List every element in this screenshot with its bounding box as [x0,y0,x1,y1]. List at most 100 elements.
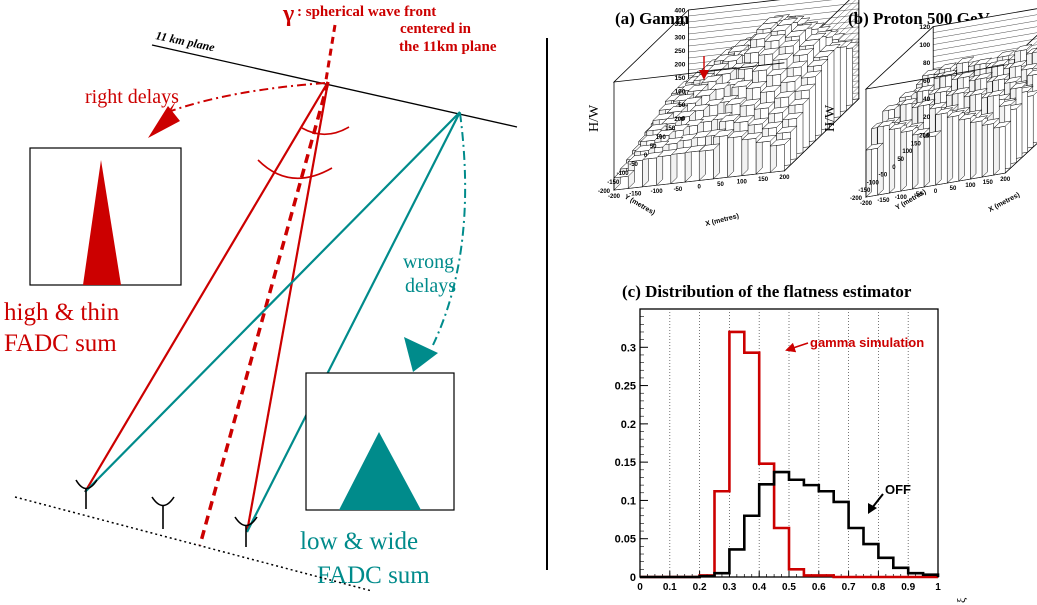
x-tick-label: 100 [737,180,748,186]
gamma-sim-label: gamma simulation [810,335,924,350]
lego-bar [898,90,918,99]
y-tick-label: 0.2 [621,419,636,431]
red-ray-right [245,81,330,533]
z-tick-label: 50 [678,102,686,109]
lego-bar [993,122,1000,176]
lego-bar [715,67,738,76]
z-tick-label: 350 [675,21,686,28]
wavefront-arc-2 [257,159,333,180]
lego-bar [743,45,766,55]
x-tick-label: 1 [935,582,941,593]
panel-b-zlabel: H/W [823,104,838,132]
lego-bar [662,136,684,146]
lego-bar [660,116,683,126]
y-tick-label: 0 [630,572,636,584]
wave-pointer [324,24,337,81]
red-ray-center [198,81,330,546]
lego-bar [741,132,763,141]
z-tick-label: 60 [923,78,931,85]
lego-bar [613,169,636,179]
lego-bar [969,87,988,96]
wrong-delays-label-2: delays [405,275,456,297]
lego-bar [1020,63,1037,71]
y-tick-label: 50 [897,157,904,163]
y-tick-label: 50 [650,144,657,150]
lego-bar [737,62,760,71]
y-tick-label: 100 [656,135,667,141]
x-tick-label: -150 [629,192,642,198]
x-tick-label: 0 [698,184,702,190]
lego-bar [658,102,681,111]
lego-bar [694,88,717,97]
y-tick-label: -100 [867,180,880,186]
lego-bar [712,129,735,138]
lego-bar [739,98,762,107]
lego-bar [759,84,782,93]
lego-bar [1009,81,1029,90]
y-tick-label: 150 [911,141,922,147]
lego-bar [713,53,736,62]
y-tick-label: 200 [674,117,685,123]
lego-bar [741,133,749,177]
lego-grid-line [933,14,1037,72]
x-tick-label: -200 [860,201,873,207]
y-tick-label: 0 [644,153,648,159]
lego-bar [666,104,689,114]
lego-bar [974,72,994,80]
lego-bar [916,84,936,93]
lego-bar [923,132,930,188]
lego-bar [786,60,809,69]
teal-ray-right [246,111,461,533]
lego-bar [956,56,975,65]
y-tick-label: 0.25 [615,381,636,393]
telescope-2-icon [151,496,175,529]
y-tick-label: -50 [879,173,888,179]
y-tick-label: -200 [850,196,863,202]
z-tick-label: 400 [675,8,686,15]
lego-bar [674,110,697,119]
lego-bar [986,89,1006,98]
lego-bar [1003,75,1023,84]
lego-bar [773,90,796,99]
lego-bar [770,23,793,33]
lego-bar [992,73,1011,82]
lego-bar [981,117,1000,126]
panel-c: (c) Distribution of the flatness estimat… [615,282,968,603]
lego-bar [934,107,954,116]
lego-bar [981,119,988,178]
z-tick-label: 120 [919,24,930,31]
lego-bar [680,96,703,105]
telescope-1-icon [75,479,98,509]
y-tick-label: 0.05 [615,534,636,546]
x-tick-label: -100 [895,195,908,201]
x-tick-label: 150 [983,180,994,186]
x-tick-label: 0.4 [752,582,766,593]
x-tick-label: 0 [637,582,643,593]
lego-bar [772,52,794,61]
lego-bar [1026,69,1037,77]
lego-bar [707,62,730,71]
y-tick-label: 0.1 [621,495,636,507]
x-tick-label: 0.7 [842,582,856,593]
panel-c-title: (c) Distribution of the flatness estimat… [622,282,912,301]
z-tick-label: 80 [923,60,931,67]
y-tick-label: -150 [607,180,620,186]
lego-bar [798,38,821,47]
lego-bar [973,57,993,66]
x-tick-label: -50 [914,192,923,198]
lego-bar [900,124,919,133]
lego-bar [696,114,719,124]
wave-label-line1: : spherical wave front [297,4,436,20]
lego-bar [698,143,721,152]
lego-bar [627,153,650,163]
lego-bar [709,82,731,91]
lego-bar [800,70,823,79]
x-tick-label: -50 [674,187,683,193]
lego-bar [788,97,810,107]
lego-bar [946,109,966,118]
z-tick-label: 150 [675,75,686,82]
lego-bar [1031,48,1037,54]
teal-ray-left [84,111,461,493]
lego-bar [745,80,768,90]
